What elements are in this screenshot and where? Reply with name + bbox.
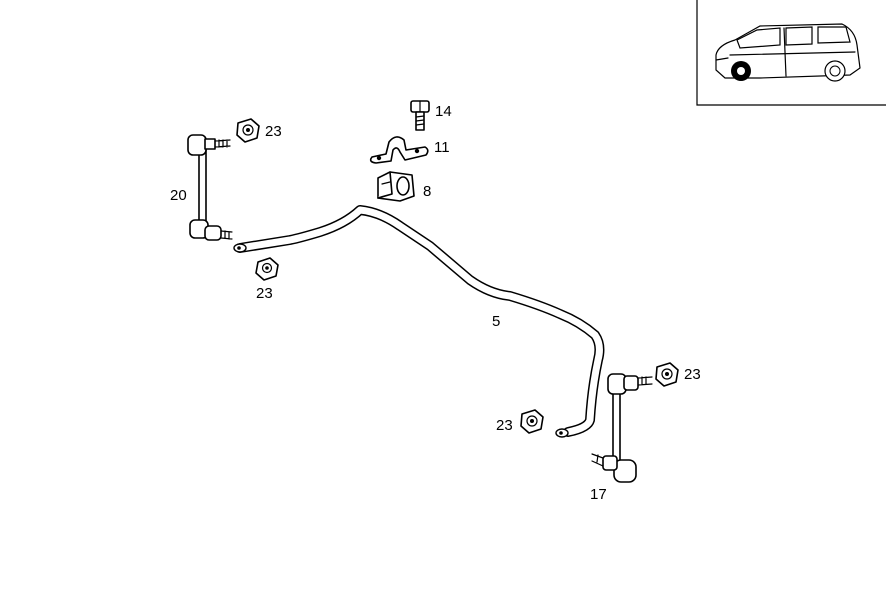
inset-frame xyxy=(696,0,886,106)
link-rod-right xyxy=(591,373,653,483)
nut-right xyxy=(655,362,679,387)
vehicle-locator-inset xyxy=(696,0,886,106)
callout-nut-lower-right: 23 xyxy=(496,417,513,434)
nut-lower-left xyxy=(255,257,279,281)
callout-bolt: 14 xyxy=(435,103,452,120)
rubber-mount xyxy=(377,171,415,202)
callout-nut-right: 23 xyxy=(684,366,701,383)
callout-rubber-mount: 8 xyxy=(423,183,431,200)
callout-link-rod-right: 17 xyxy=(590,486,607,503)
van-front-axle-icon xyxy=(715,23,861,82)
bolt xyxy=(410,100,430,131)
callout-nut-lower-left: 23 xyxy=(256,285,273,302)
nut-top-left xyxy=(236,118,260,143)
bracket-clamp xyxy=(369,136,429,164)
callout-stabilizer-bar: 5 xyxy=(492,313,500,330)
callout-nut-top-left: 23 xyxy=(265,123,282,140)
stabilizer-bar xyxy=(233,205,605,438)
callout-link-rod-left: 20 xyxy=(170,187,187,204)
nut-lower-right xyxy=(520,409,544,434)
link-rod-left xyxy=(187,134,233,241)
callout-bracket-clamp: 11 xyxy=(434,139,450,156)
